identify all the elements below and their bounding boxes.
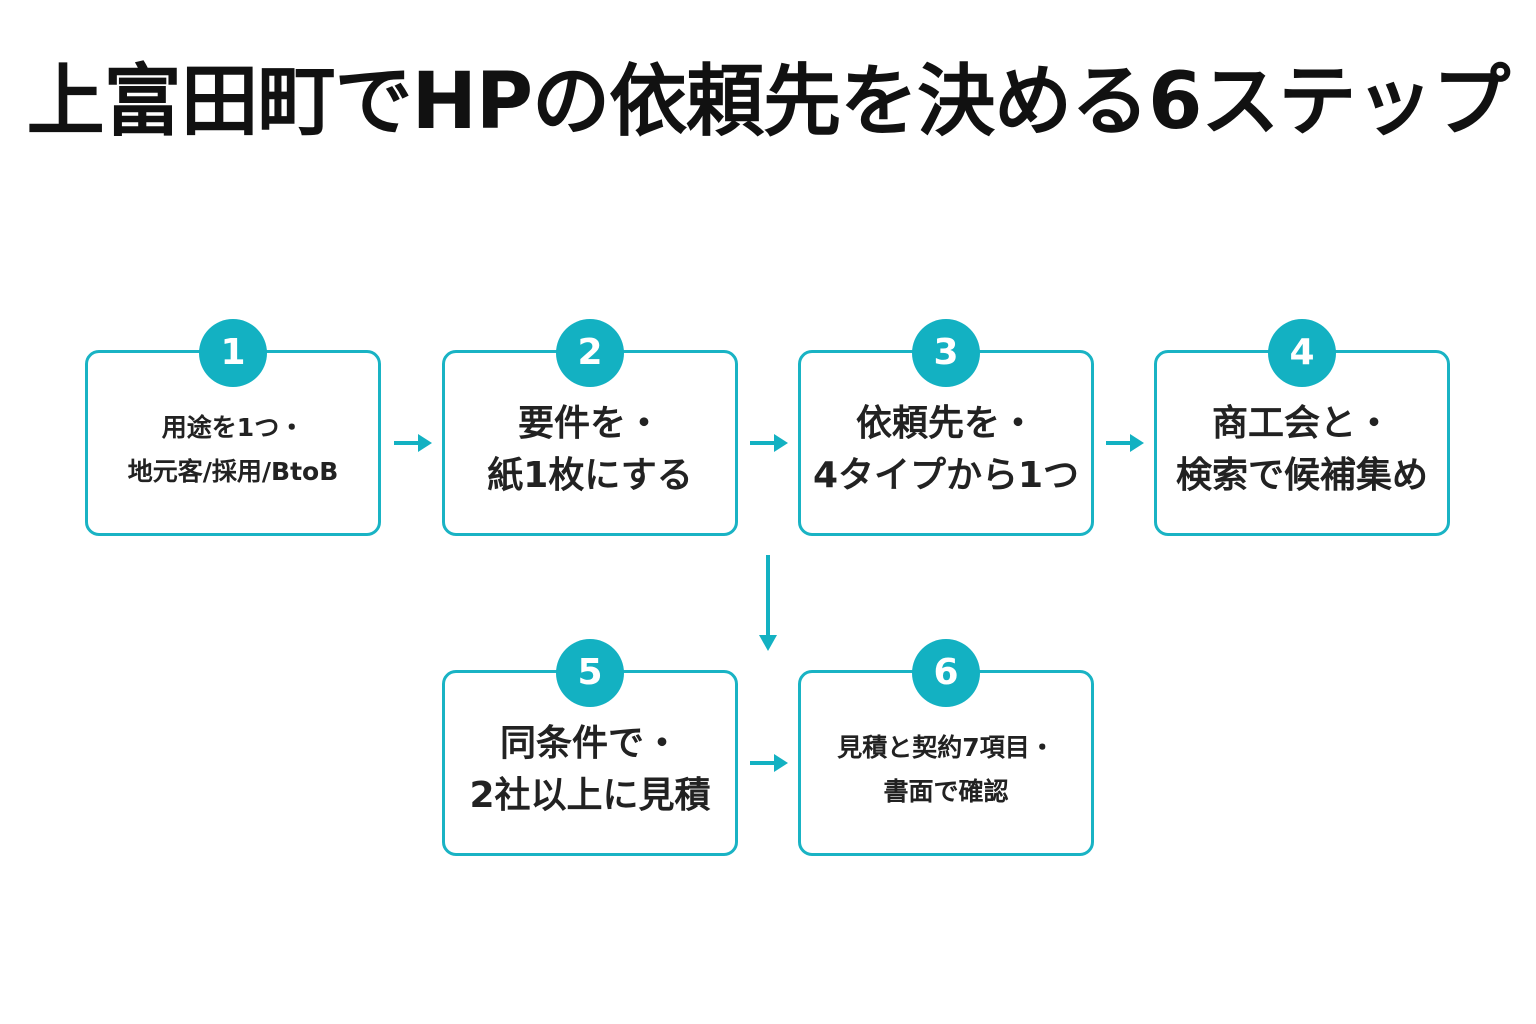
step-2-text: 要件を・ 紙1枚にする (445, 353, 735, 533)
step-1-box: 1 用途を1つ・ 地元客/採用/BtoB (85, 319, 381, 536)
step-3-line-1: 依頼先を・ (855, 403, 1036, 444)
step-3-line-2: 4タイプから1つ (812, 455, 1080, 496)
arrow-right-icon (1106, 434, 1144, 452)
step-3-badge: 3 (912, 319, 980, 387)
step-4-line-1: 商工会と・ (1211, 403, 1392, 444)
arrow-right-icon (750, 754, 788, 772)
step-5-line-2: 2社以上に見積 (469, 775, 711, 816)
step-6-text: 見積と契約7項目・ 書面で確認 (801, 673, 1091, 853)
step-6-box: 6 見積と契約7項目・ 書面で確認 (798, 639, 1094, 856)
step-5-badge: 5 (556, 639, 624, 707)
step-2-line-2: 紙1枚にする (487, 455, 693, 496)
step-4-badge: 4 (1268, 319, 1336, 387)
arrow-down-icon (759, 555, 777, 651)
step-5-box: 5 同条件で・ 2社以上に見積 (442, 639, 738, 856)
step-1-line-2: 地元客/採用/BtoB (127, 457, 339, 486)
arrow-right-icon (750, 434, 788, 452)
step-6-badge: 6 (912, 639, 980, 707)
page-title: 上富田町でHPの依頼先を決める6ステップ (26, 57, 1511, 147)
step-2-line-1: 要件を・ (517, 403, 662, 444)
step-4-text: 商工会と・ 検索で候補集め (1157, 353, 1447, 533)
step-1-line-1: 用途を1つ・ (161, 413, 305, 442)
step-5-text: 同条件で・ 2社以上に見積 (445, 673, 735, 853)
step-2-box: 2 要件を・ 紙1枚にする (442, 319, 738, 536)
step-6-line-1: 見積と契約7項目・ (837, 733, 1055, 762)
arrow-right-icon (394, 434, 432, 452)
step-1-text: 用途を1つ・ 地元客/採用/BtoB (88, 353, 378, 533)
step-3-box: 3 依頼先を・ 4タイプから1つ (798, 319, 1094, 536)
step-1-badge: 1 (199, 319, 267, 387)
step-4-box: 4 商工会と・ 検索で候補集め (1154, 319, 1450, 536)
step-3-text: 依頼先を・ 4タイプから1つ (801, 353, 1091, 533)
step-5-line-1: 同条件で・ (499, 723, 680, 764)
step-4-line-2: 検索で候補集め (1175, 455, 1428, 496)
step-6-line-2: 書面で確認 (883, 777, 1009, 806)
step-2-badge: 2 (556, 319, 624, 387)
